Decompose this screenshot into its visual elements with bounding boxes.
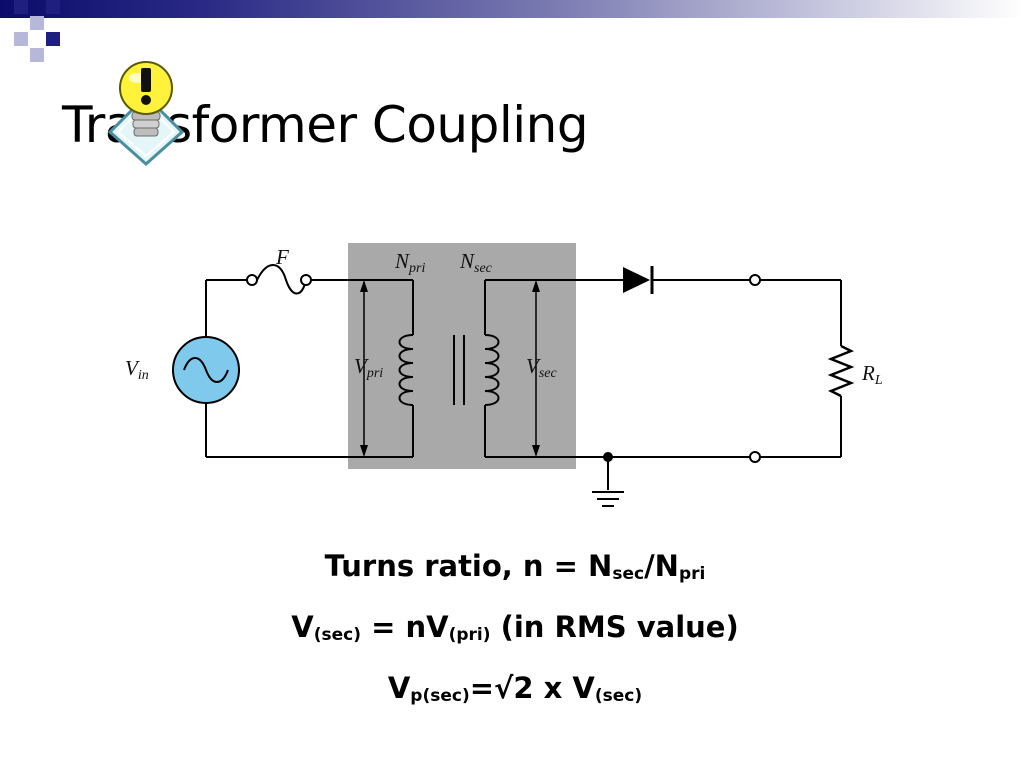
primary-turns-label: Npri [394,249,425,276]
accent-square [30,48,44,62]
peak-voltage-formula: Vp(sec)=√2 x V(sec) [387,671,643,706]
lightbulb-warning-icon[interactable] [104,60,188,166]
sine-wave-icon [183,357,229,383]
transformer-core-shading [348,243,576,469]
rms-voltage-formula: V(sec) = nV(pri) (in RMS value) [291,610,739,645]
secondary-coil-icon [484,334,500,406]
secondary-turns-label: Nsec [459,249,493,276]
accent-square [30,16,44,30]
fuse-terminal [300,274,312,286]
arrowhead [360,445,368,457]
fuse-label: F [275,245,289,269]
header-bar [0,0,1024,18]
source-label: Vin [125,356,149,383]
load-label: RL [861,361,883,388]
accent-square [46,32,60,46]
formula-block: Turns ratio, n = Nsec/Npri V(sec) = nV(p… [200,550,830,733]
arrowhead [532,280,540,292]
primary-coil-icon [398,334,414,406]
fuse-terminal [246,274,258,286]
accent-square [46,0,60,14]
diode-icon [623,267,650,293]
secondary-voltage-label: Vsec [526,354,557,381]
turns-ratio-formula: Turns ratio, n = Nsec/Npri [324,549,706,584]
primary-voltage-label: Vpri [354,354,383,381]
accent-square [14,32,28,46]
output-terminal [749,451,761,463]
arrowhead [360,280,368,292]
fuse-icon [256,264,307,295]
circuit-diagram: F Vin Npri Nsec Vpri Vsec RL [125,243,883,507]
output-terminal [749,274,761,286]
arrowhead [532,445,540,457]
accent-square [14,0,28,14]
resistor-icon [827,344,855,398]
